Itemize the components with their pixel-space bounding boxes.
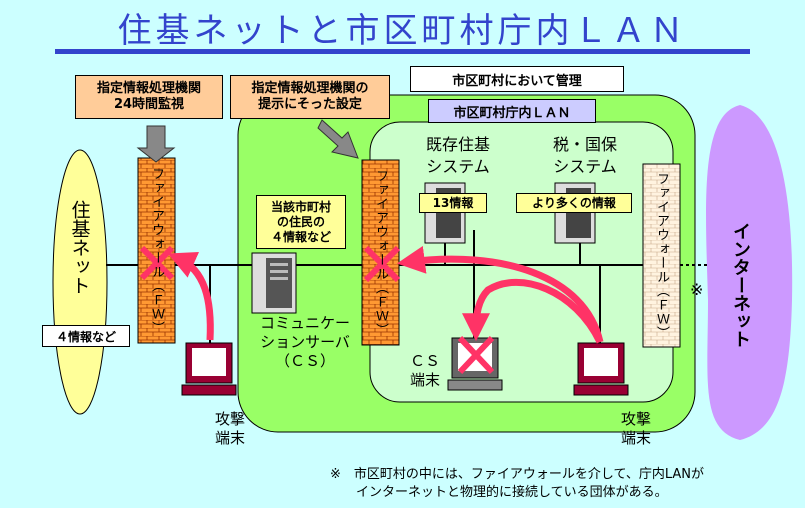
firewall-right (642, 163, 681, 348)
cs-data-label: 当該市町村 の住民の ４情報など (256, 195, 346, 249)
footnote-mark: ※ (690, 280, 704, 299)
four-info-label: ４情報など (42, 325, 130, 347)
title-underline (55, 49, 750, 54)
juki-net-ellipse (52, 149, 108, 415)
existing-system-label: 既存住基 システム (425, 135, 490, 176)
attack-terminal-right-label: 攻撃 端末 (620, 410, 651, 447)
footnote: ※ 市区町村の中には、ファイアウォールを介して、庁内LANが インターネットと物… (330, 467, 705, 500)
attack-terminal-left-label: 攻撃 端末 (214, 410, 245, 447)
internet-label: インターネット (730, 222, 751, 348)
attack-arrow-right-fw (396, 245, 604, 343)
cs-terminal-label: ＣＳ 端末 (409, 352, 440, 389)
fw-left-label: ファイアウォール（ＦＷ） (149, 167, 164, 335)
monitor-label: 指定情報処理機関 24時間監視 (75, 75, 223, 119)
page-title: 住基ネットと市区町村庁内ＬＡＮ (117, 11, 688, 51)
cs-server-label: コミュニケー ションサーバ （ＣＳ） (259, 314, 350, 370)
monitor-arrow (136, 125, 176, 163)
fw-mid-label: ファイアウォール（ＦＷ） (373, 169, 388, 337)
cs-server-front (266, 258, 292, 308)
fw-right-label: ファイアウォール（ＦＷ） (654, 172, 669, 340)
lan-label: 市区町村庁内ＬＡＮ (428, 99, 596, 123)
blocked-mark-mid (363, 245, 401, 283)
blocked-mark-cs (457, 335, 495, 375)
attack-arrow-right-cs (462, 278, 604, 344)
manage-label: 市区町村において管理 (410, 66, 624, 92)
more-info-label: より多くの情報 (516, 193, 632, 213)
internet-cloud (706, 105, 793, 440)
attack-arrow-left (167, 252, 214, 341)
blocked-mark-left (139, 245, 175, 281)
setting-label: 指定情報処理機関の 提示にそった設定 (230, 75, 390, 119)
setting-arrow (317, 119, 359, 159)
tax-system-label: 税・国保 システム (552, 135, 617, 176)
juki-net-label: 住基ネット (68, 199, 91, 295)
info13-label: 13情報 (419, 193, 487, 213)
